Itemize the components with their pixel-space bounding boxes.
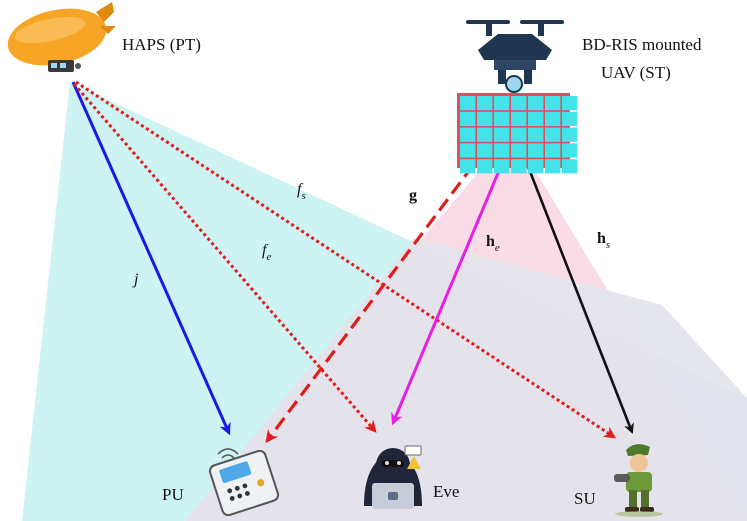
channel-fs-symbol: f bbox=[297, 181, 304, 198]
channel-hs-symbol: h bbox=[597, 230, 606, 247]
ris-element bbox=[511, 127, 527, 142]
ris-element bbox=[460, 143, 476, 158]
mobile-device-icon bbox=[208, 448, 280, 517]
channel-fs-label: fs bbox=[297, 181, 306, 202]
ris-element bbox=[528, 127, 544, 142]
ris-element bbox=[477, 111, 493, 126]
ris-element bbox=[494, 143, 510, 158]
ris-element bbox=[528, 143, 544, 158]
ris-element bbox=[562, 96, 578, 111]
ris-element bbox=[562, 127, 578, 142]
ris-element bbox=[545, 159, 561, 174]
ris-element bbox=[460, 159, 476, 174]
ris-element bbox=[494, 159, 510, 174]
ris-element bbox=[511, 143, 527, 158]
ris-element bbox=[477, 159, 493, 174]
coverage-overlap-region bbox=[185, 238, 747, 521]
ris-element bbox=[511, 111, 527, 126]
ris-element bbox=[460, 96, 476, 111]
channel-fe-subscript: e bbox=[266, 251, 271, 263]
channel-he-subscript: e bbox=[495, 242, 500, 254]
ris-element bbox=[528, 111, 544, 126]
hacker-icon bbox=[364, 445, 422, 509]
ris-element bbox=[494, 96, 510, 111]
ris-element bbox=[460, 127, 476, 142]
channel-he-link bbox=[391, 127, 519, 426]
haps-label: HAPS (PT) bbox=[122, 35, 201, 54]
su-label: SU bbox=[574, 489, 596, 508]
uav-label-line2: UAV (ST) bbox=[601, 63, 671, 82]
ris-element bbox=[511, 96, 527, 111]
channel-j-label: j bbox=[132, 271, 139, 288]
ris-element bbox=[460, 111, 476, 126]
ris-element bbox=[545, 127, 561, 142]
ris-panel-icon bbox=[457, 93, 578, 174]
channel-g-link bbox=[265, 131, 500, 444]
channel-fe-link bbox=[72, 83, 377, 433]
channel-he-label: he bbox=[486, 233, 500, 254]
channel-hs-label: hs bbox=[597, 230, 610, 251]
airship-icon bbox=[7, 2, 116, 72]
drone-icon bbox=[466, 20, 564, 93]
ris-element bbox=[528, 159, 544, 174]
pu-label: PU bbox=[162, 485, 184, 504]
ris-element bbox=[545, 143, 561, 158]
ris-element bbox=[477, 143, 493, 158]
ris-element bbox=[545, 111, 561, 126]
ris-element-grid bbox=[460, 96, 578, 174]
ris-element bbox=[528, 96, 544, 111]
warning-icon bbox=[407, 456, 421, 469]
ris-element bbox=[562, 143, 578, 158]
channel-g-label: g bbox=[409, 187, 417, 204]
channel-fe-label: fe bbox=[262, 242, 271, 263]
ris-element bbox=[511, 159, 527, 174]
soldier-user-icon bbox=[614, 444, 663, 517]
ris-element bbox=[494, 127, 510, 142]
channel-hs-subscript: s bbox=[606, 239, 610, 251]
ris-element bbox=[494, 111, 510, 126]
ris-element bbox=[545, 96, 561, 111]
uav-label-line1: BD-RIS mounted bbox=[582, 35, 702, 54]
ris-element bbox=[477, 96, 493, 111]
ris-element bbox=[562, 159, 578, 174]
eve-label: Eve bbox=[433, 482, 459, 501]
channel-he-symbol: h bbox=[486, 233, 495, 250]
channel-hs-link bbox=[511, 127, 634, 434]
ris-element bbox=[477, 127, 493, 142]
channel-fs-subscript: s bbox=[301, 190, 305, 202]
channel-fe-symbol: f bbox=[262, 242, 269, 259]
ris-element bbox=[562, 111, 578, 126]
channel-j-link bbox=[71, 81, 231, 436]
